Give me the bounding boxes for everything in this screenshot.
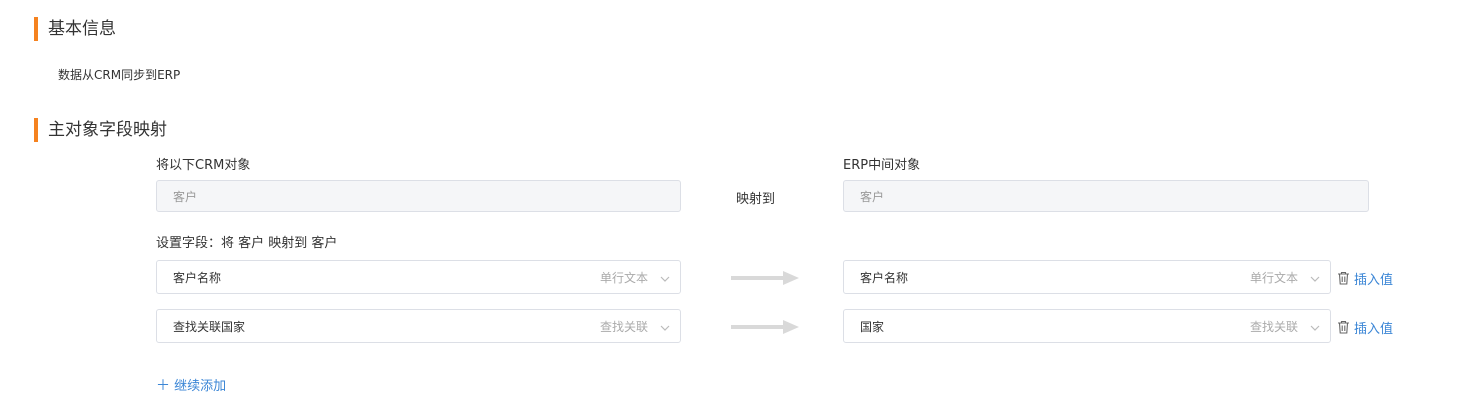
crm-object-value: 客户 [173, 190, 198, 204]
arrow-right-icon [731, 270, 799, 289]
chevron-down-icon [1310, 261, 1320, 295]
maps-to-label: 映射到 [736, 192, 776, 207]
erp-field-select[interactable]: 国家 查找关联 [843, 309, 1331, 343]
section-title-mapping: 主对象字段映射 [48, 120, 167, 140]
section-accent-bar [34, 17, 38, 41]
arrow-right-icon [731, 319, 799, 338]
add-more-label: 继续添加 [174, 379, 227, 394]
fields-setting-label: 设置字段：将 客户 映射到 客户 [156, 236, 338, 251]
erp-field-type: 单行文本 [1249, 271, 1298, 285]
erp-field-type: 查找关联 [1249, 320, 1298, 334]
crm-object-field: 客户 [156, 180, 681, 212]
erp-object-label: ERP中间对象 [843, 158, 921, 173]
crm-field-select[interactable]: 查找关联国家 查找关联 [156, 309, 681, 343]
crm-field-value: 查找关联国家 [173, 320, 246, 334]
insert-value-link[interactable]: 插入值 [1354, 273, 1394, 288]
chevron-down-icon [660, 261, 670, 295]
erp-object-field: 客户 [843, 180, 1369, 212]
trash-icon[interactable] [1337, 270, 1350, 289]
chevron-down-icon [660, 310, 670, 344]
crm-field-value: 客户名称 [173, 271, 222, 285]
crm-field-select[interactable]: 客户名称 单行文本 [156, 260, 681, 294]
crm-field-type: 单行文本 [599, 271, 648, 285]
trash-icon[interactable] [1337, 319, 1350, 338]
section-title-basic: 基本信息 [48, 19, 116, 39]
erp-object-value: 客户 [860, 190, 885, 204]
sync-direction-text: 数据从CRM同步到ERP [58, 68, 181, 82]
erp-field-value: 客户名称 [860, 271, 909, 285]
insert-value-link[interactable]: 插入值 [1354, 322, 1394, 337]
crm-field-type: 查找关联 [599, 320, 648, 334]
add-more-link[interactable]: ＋ 继续添加 [156, 375, 226, 395]
section-accent-bar [34, 118, 38, 142]
erp-field-select[interactable]: 客户名称 单行文本 [843, 260, 1331, 294]
erp-field-value: 国家 [860, 320, 885, 334]
chevron-down-icon [1310, 310, 1320, 344]
plus-icon: ＋ [156, 378, 170, 394]
crm-object-label: 将以下CRM对象 [156, 158, 251, 173]
